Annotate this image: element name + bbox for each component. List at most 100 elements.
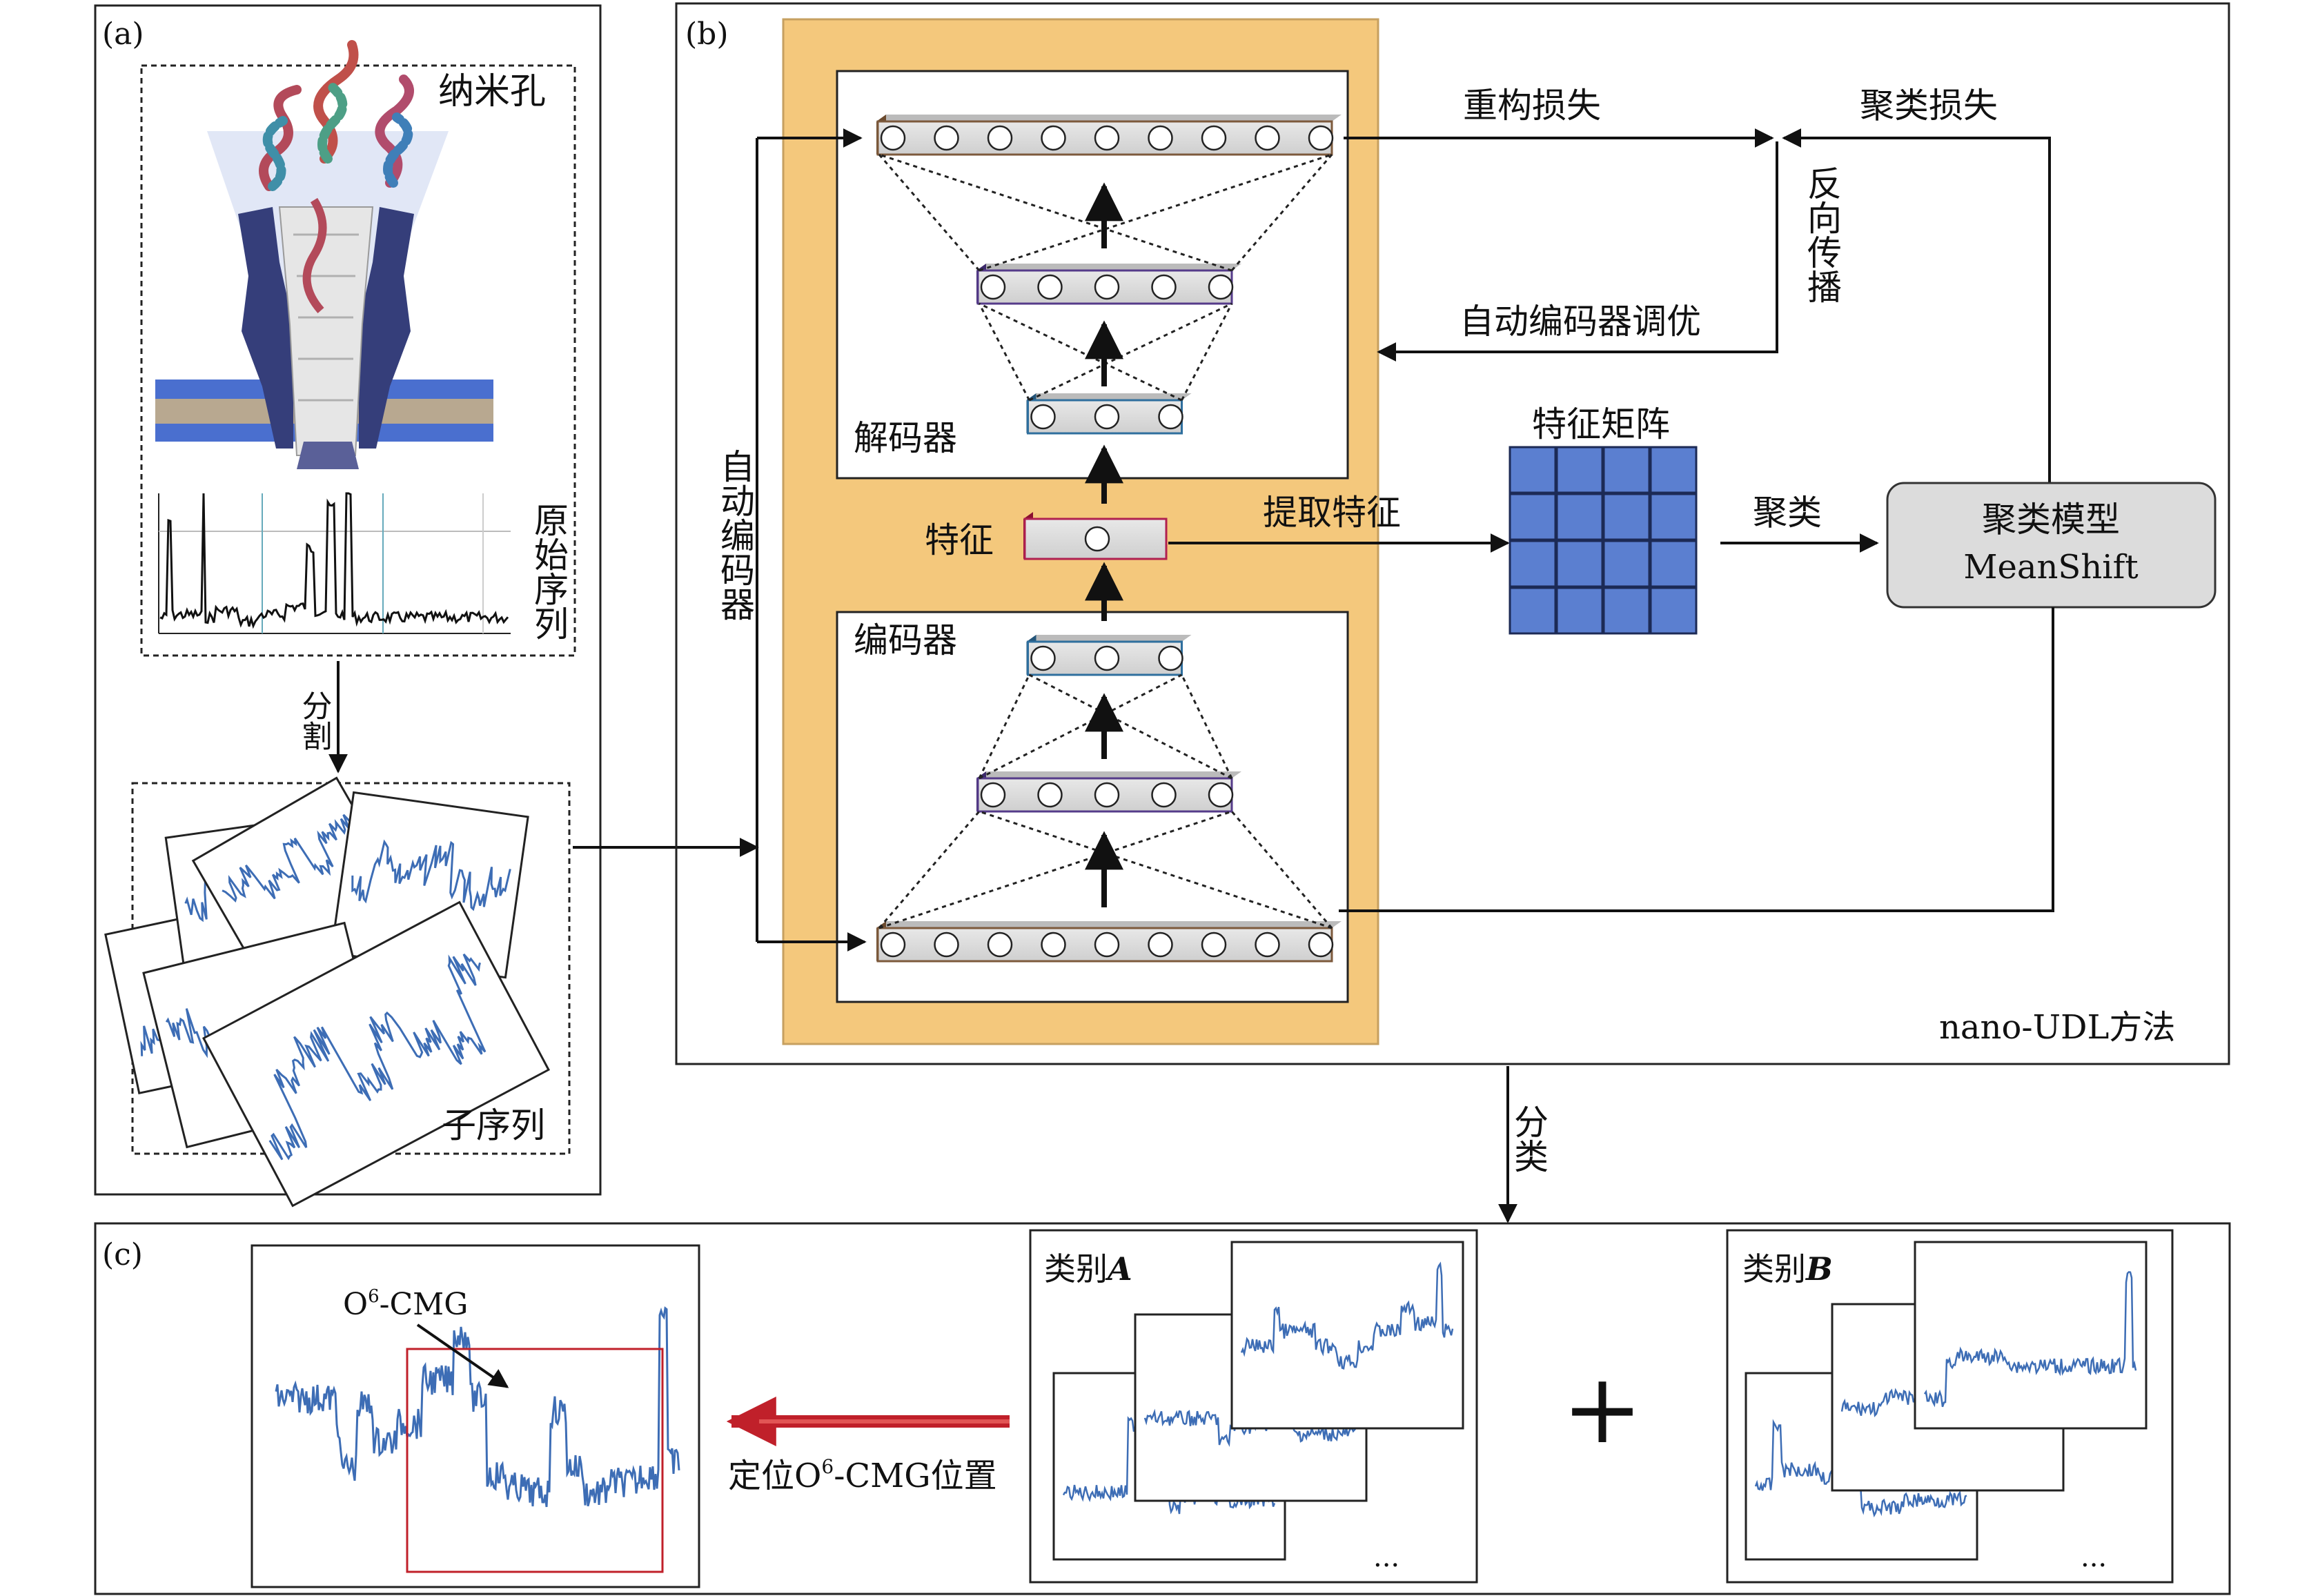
feature-matrix bbox=[1509, 446, 1698, 635]
matrix-cell bbox=[1555, 587, 1604, 635]
neuron-node bbox=[1201, 932, 1227, 958]
matrix-cell bbox=[1649, 446, 1698, 494]
neuron-node bbox=[1037, 782, 1063, 808]
matrix-cell bbox=[1509, 540, 1557, 588]
neuron-node bbox=[1094, 645, 1120, 671]
neuron-node bbox=[980, 782, 1006, 808]
cluster-label: 聚类 bbox=[1753, 493, 1822, 533]
cluster-model-title: 聚类模型 bbox=[1982, 500, 2120, 540]
class-trace bbox=[1230, 1241, 1464, 1430]
network-layer bbox=[976, 264, 1241, 305]
panel-c-tag: (c) bbox=[102, 1237, 143, 1272]
neuron-node bbox=[1308, 125, 1334, 151]
network-layer bbox=[976, 771, 1241, 813]
dna-strand-icon bbox=[259, 40, 414, 191]
autoencoder-label: 自动编码器 bbox=[715, 449, 755, 621]
matrix-cell bbox=[1602, 493, 1651, 541]
neuron-node bbox=[1084, 526, 1110, 552]
matrix-cell bbox=[1555, 446, 1604, 494]
class-a-traces bbox=[1052, 1241, 1464, 1561]
subsequence-cards bbox=[104, 776, 550, 1208]
classify-label: 分类 bbox=[1509, 1104, 1549, 1173]
neuron-node bbox=[934, 125, 959, 151]
cluster-model-name: MeanShift bbox=[1963, 548, 2138, 587]
layer-links bbox=[978, 302, 1233, 402]
matrix-cell bbox=[1602, 587, 1651, 635]
class-b-label: 类别B bbox=[1742, 1250, 1833, 1288]
neuron-node bbox=[1158, 645, 1183, 671]
class-trace bbox=[1914, 1241, 2148, 1430]
neuron-node bbox=[1308, 932, 1334, 958]
matrix-cell bbox=[1509, 446, 1557, 494]
layer-links bbox=[878, 153, 1333, 272]
method-label: nano-UDL方法 bbox=[1939, 1008, 2175, 1047]
neuron-node bbox=[1094, 782, 1120, 808]
neuron-node bbox=[1041, 125, 1066, 151]
panel-b-tag: (b) bbox=[685, 17, 729, 52]
neuron-node bbox=[1208, 274, 1234, 300]
matrix-cell bbox=[1509, 493, 1557, 541]
neuron-node bbox=[880, 125, 906, 151]
located-trace-box bbox=[250, 1244, 700, 1588]
matrix-cell bbox=[1555, 493, 1604, 541]
recon-loss-label: 重构损失 bbox=[1463, 86, 1601, 126]
neuron-node bbox=[1158, 404, 1183, 430]
neuron-node bbox=[987, 125, 1013, 151]
encoder-to-cluster-line bbox=[1339, 607, 2054, 912]
class-a-ellipsis: ... bbox=[1373, 1541, 1399, 1573]
network-layer bbox=[876, 921, 1342, 963]
nanopore-illustration bbox=[155, 40, 493, 469]
neuron-node bbox=[1151, 782, 1177, 808]
neuron-node bbox=[1094, 404, 1120, 430]
class-b-ellipsis: ... bbox=[2081, 1541, 2107, 1573]
ae-tuning-arrow bbox=[1377, 141, 1778, 362]
neuron-node bbox=[1037, 274, 1063, 300]
cluster-loss-arrow bbox=[1782, 128, 2051, 483]
neuron-node bbox=[1041, 932, 1066, 958]
matrix-cell bbox=[1649, 540, 1698, 588]
panel-b: (b) 解码器 编码器 特征 自动编码器 重构损失 聚类损失 反向传播 自动编码… bbox=[675, 2, 2230, 1065]
raw-sequence-label: 原始序列 bbox=[529, 502, 569, 640]
panel-c: (c) O6-CMG 定位O6-CMG位置 类别A ... + 类别B ... bbox=[94, 1222, 2231, 1595]
extract-feature-label: 提取特征 bbox=[1263, 493, 1401, 533]
feature-label: 特征 bbox=[925, 520, 994, 560]
cluster-loss-label: 聚类损失 bbox=[1860, 86, 1998, 126]
neuron-node bbox=[1208, 782, 1234, 808]
backprop-label: 反向传播 bbox=[1802, 166, 1842, 304]
matrix-cell bbox=[1649, 587, 1698, 635]
o6cmg-highlight-box bbox=[406, 1348, 664, 1573]
subsequence-label: 子序列 bbox=[442, 1105, 545, 1145]
class-b-traces bbox=[1745, 1241, 2148, 1561]
neuron-node bbox=[1148, 932, 1173, 958]
matrix-cell bbox=[1602, 540, 1651, 588]
matrix-cell bbox=[1509, 587, 1557, 635]
nanopore-label: 纳米孔 bbox=[438, 71, 546, 112]
feature-matrix-label: 特征矩阵 bbox=[1532, 404, 1670, 444]
segment-label: 分割 bbox=[297, 690, 332, 751]
layer-links bbox=[878, 810, 1333, 929]
neuron-node bbox=[934, 932, 959, 958]
plus-sign: + bbox=[1562, 1353, 1642, 1466]
decoder-label: 解码器 bbox=[854, 418, 957, 458]
panel-a: (a) 纳米孔 bbox=[94, 4, 602, 1208]
network-layer bbox=[1026, 635, 1192, 676]
neuron-node bbox=[880, 932, 906, 958]
neuron-node bbox=[1255, 932, 1280, 958]
o6cmg-label: O6-CMG bbox=[343, 1286, 468, 1322]
layer-links bbox=[978, 673, 1233, 780]
nanopore-box bbox=[140, 64, 576, 657]
panel-a-tag: (a) bbox=[102, 17, 144, 52]
feature-node bbox=[1023, 512, 1168, 560]
matrix-cell bbox=[1555, 540, 1604, 588]
neuron-node bbox=[1151, 274, 1177, 300]
neuron-node bbox=[1148, 125, 1173, 151]
cluster-model-box bbox=[1886, 482, 2217, 609]
neuron-node bbox=[980, 274, 1006, 300]
neuron-node bbox=[1201, 125, 1227, 151]
matrix-cell bbox=[1602, 446, 1651, 494]
neuron-node bbox=[1030, 645, 1056, 671]
neuron-node bbox=[987, 932, 1013, 958]
neuron-node bbox=[1094, 125, 1120, 151]
neuron-node bbox=[1094, 274, 1120, 300]
neuron-node bbox=[1030, 404, 1056, 430]
